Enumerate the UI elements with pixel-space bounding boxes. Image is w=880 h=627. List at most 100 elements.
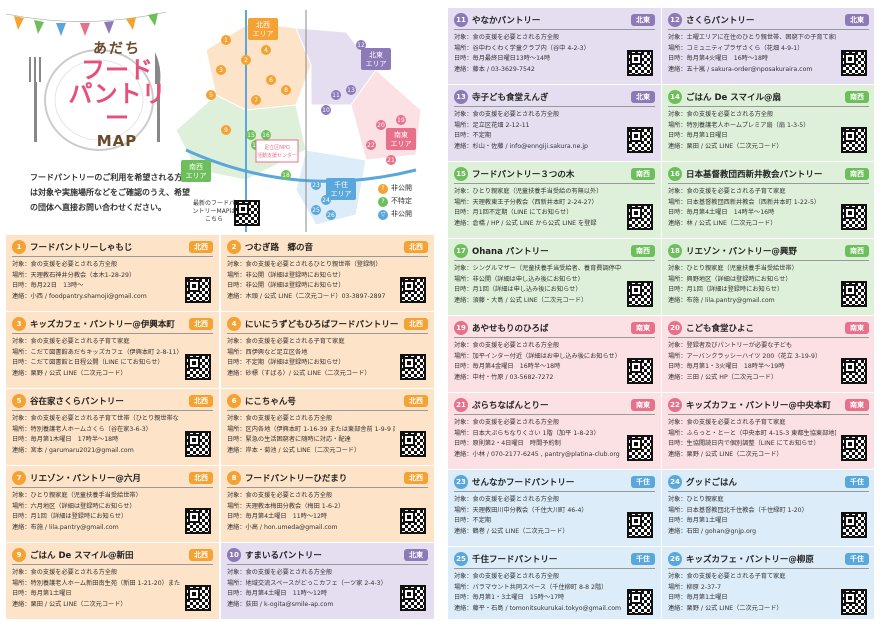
qr-code[interactable] — [400, 508, 426, 534]
qr-code[interactable] — [185, 585, 211, 611]
card-detail-line: 連絡：岸本・菊池 / 公式 LINE（二次元コード） — [227, 446, 361, 454]
card-detail-line: 日時：月1回（詳細は申し込み後にお知らせ） — [454, 286, 582, 293]
qr-code[interactable] — [400, 277, 426, 303]
card-detail-line: 日時：毎月第4金曜日 16時半～18時 — [454, 363, 561, 370]
qr-code[interactable] — [627, 204, 653, 230]
map-qr-code[interactable] — [234, 200, 260, 226]
card-detail-line: 場所：六月地区（詳細は登録時にお知らせ） — [12, 502, 136, 510]
area-badge: 南東 — [631, 399, 655, 411]
area-badge: 千住 — [845, 476, 869, 488]
card-title: せんなかフードパントリー — [472, 478, 575, 488]
card-detail-line: 対象：食の支援を必要とされる子育て家庭 — [668, 419, 786, 426]
card-title: こども食堂ひよこ — [686, 324, 755, 334]
qr-code[interactable] — [841, 127, 867, 153]
qr-code[interactable] — [841, 512, 867, 538]
card-number-badge: 15 — [454, 167, 468, 181]
card-number-badge: 22 — [668, 398, 682, 412]
qr-code[interactable] — [185, 277, 211, 303]
qr-code[interactable] — [841, 589, 867, 615]
card-detail-line: 連絡：須藤・大島 / 公式 LINE（二次元コード） — [454, 296, 588, 304]
qr-code[interactable] — [185, 354, 211, 380]
card-detail-line: 対象：食の支援を必要とされる子育て家庭 — [668, 188, 786, 195]
card-number-badge: 3 — [12, 317, 26, 331]
card-detail-line: 日時：毎月第1土曜日 — [12, 590, 72, 597]
qr-code[interactable] — [841, 358, 867, 384]
qr-code[interactable] — [841, 281, 867, 307]
qr-code[interactable] — [627, 358, 653, 384]
card-detail-line: 場所：こだて図書館あだちキッズカフェ（伊興本町 2-8-11） — [12, 348, 180, 356]
card-detail-line: 場所：日本大ぷらちなりくさい 1階（加平 1-8-23） — [454, 429, 600, 437]
card-title: フードパントリーひだまり — [245, 474, 348, 484]
card-detail-line: 日時：毎月第1土曜日 — [668, 594, 728, 601]
card-detail-line: 連絡：布施 / lila.pantry@gmail.com — [668, 296, 775, 304]
card-detail-line: 日時：生協閲読日内で個別調整（LINE にてお知らせ） — [668, 440, 820, 447]
svg-text:活動支援センター: 活動支援センター — [257, 152, 297, 159]
qr-code[interactable] — [400, 354, 426, 380]
card-title: キッズカフェ・パントリー@柳原 — [686, 555, 814, 565]
card-detail-line: 場所：特別養護老人ホームさくら（谷在家3-6-3） — [12, 425, 152, 433]
area-badge: 北西 — [404, 241, 428, 253]
map-legend: ?非公開 ?不特定 ▽非公開 — [378, 182, 412, 221]
card-detail-line: 対象：食の支援を必要とされる方全般 — [454, 342, 560, 349]
card-detail-line: 場所：天理教東王子分教会（西新井本町 2-24-27） — [454, 198, 598, 206]
qr-code[interactable] — [185, 508, 211, 534]
svg-text:エリア: エリア — [253, 30, 274, 38]
qr-code[interactable] — [400, 585, 426, 611]
qr-code[interactable] — [627, 50, 653, 76]
qr-code[interactable] — [627, 512, 653, 538]
qr-code[interactable] — [627, 281, 653, 307]
svg-text:11: 11 — [332, 92, 340, 99]
area-badge: 北西 — [404, 395, 428, 407]
logo-line2: フード — [81, 56, 153, 84]
area-map: 北西 エリア 北東 エリア 南東 エリア 南西 エリア 千住 エリア 1 2 3… — [176, 10, 422, 232]
area-badge: 南東 — [845, 399, 869, 411]
legend-dot-icon: ▽ — [378, 209, 388, 220]
qr-code[interactable] — [185, 431, 211, 457]
qr-code[interactable] — [627, 435, 653, 461]
card-title: 日本基督教団西新井教会パントリー — [686, 170, 823, 180]
card-detail-line: 連絡：小高 / hon.umeda@gmail.com — [227, 523, 338, 531]
qr-code[interactable] — [841, 204, 867, 230]
area-badge: 千住 — [631, 553, 655, 565]
card-number-badge: 7 — [12, 471, 26, 485]
card-detail-line: 場所：ふらっと・とーと（中央本町 4-15-3 東都生協東部地区センター） — [668, 429, 836, 437]
card-detail-line: 場所：天理教田川中分教会（千住大川町 46-4） — [454, 506, 588, 514]
legend-label: 不特定 — [391, 197, 412, 205]
card-number-badge: 12 — [668, 13, 682, 27]
card-number-badge: 5 — [12, 394, 26, 408]
pantry-card: 12さくらパントリー北東対象：土曜エリアに在住のひとり親世帯、困窮下の子育て家庭… — [662, 8, 874, 84]
map-label-sj: 千住 — [334, 180, 348, 189]
qr-code[interactable] — [841, 50, 867, 76]
card-detail-line: 対象：シングルマザー（児童扶養手当受給者、養育費調停中など） — [454, 265, 622, 272]
card-detail-line: 連絡：栗野 / 公式 LINE（二次元コード） — [668, 604, 783, 612]
qr-caption: 最新のフードパントリーMAPはこちら — [192, 200, 236, 223]
card-detail-line: 場所：パラマウント共同スペース（千住柳町 8-8 2階） — [454, 583, 608, 591]
card-detail-line: 場所：非公開（詳細は登録時にお知らせ） — [227, 271, 345, 279]
card-title: にいにうずどもひろばフードパントリー — [245, 320, 399, 330]
card-detail-line: 日時：月1回（詳細は登録時にお知らせ） — [12, 513, 128, 520]
qr-code[interactable] — [627, 589, 653, 615]
card-detail-line: 対象：食の支援を必要とされる方全般 — [12, 261, 118, 268]
qr-code[interactable] — [841, 435, 867, 461]
card-title: リエゾン・パントリー@興野 — [686, 247, 797, 257]
card-detail-line: 対象：食の支援を必要とされる方全般 — [227, 492, 333, 499]
qr-code[interactable] — [400, 431, 426, 457]
svg-text:10: 10 — [322, 107, 330, 114]
card-detail-line: 日時：毎月第1・3土曜日 15時～17時 — [454, 594, 565, 601]
card-title: Ohana パントリー — [472, 247, 549, 257]
area-badge: 北西 — [189, 241, 213, 253]
qr-code[interactable] — [627, 127, 653, 153]
